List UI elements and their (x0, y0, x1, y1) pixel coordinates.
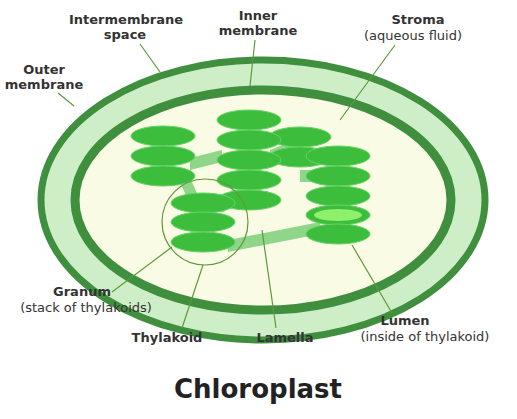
part-label: (stack of thylakoids) (1, 300, 171, 315)
part-label: (inside of thylakoid) (335, 329, 515, 344)
part-label: Intermembrane space (69, 12, 181, 42)
thylakoid-disc (217, 170, 281, 190)
part-label: Thylakoid (117, 330, 217, 345)
thylakoid-disc (306, 166, 370, 186)
part-label: Inner membrane (216, 8, 300, 38)
thylakoid-disc (171, 193, 235, 213)
part-label: Lumen (355, 313, 455, 328)
part-label: (aqueous fluid) (338, 28, 488, 43)
thylakoid-discs (131, 110, 370, 252)
thylakoid-disc (306, 186, 370, 206)
leader-line (182, 265, 203, 328)
leader-line (250, 40, 255, 86)
leader-line (352, 245, 392, 313)
part-label: Lamella (235, 330, 335, 345)
inner-membrane (75, 90, 451, 310)
thylakoid-disc (217, 150, 281, 170)
lamella-band (228, 222, 320, 252)
leader-line (58, 93, 74, 106)
leader-line (340, 45, 395, 120)
thylakoid-disc (306, 146, 370, 166)
thylakoid-disc (217, 130, 281, 150)
thylakoid-disc (306, 224, 370, 244)
part-label: Outer membrane (2, 62, 86, 92)
part-label: Granum (32, 284, 132, 299)
thylakoid-disc (171, 212, 235, 232)
thylakoid-disc (131, 146, 195, 166)
thylakoid-disc (131, 166, 195, 186)
thylakoid-disc (131, 126, 195, 146)
leader-line (140, 44, 160, 72)
thylakoid-disc (171, 232, 235, 252)
leader-line (262, 230, 276, 328)
thylakoid-disc (217, 110, 281, 130)
granum-circle (162, 179, 248, 265)
thylakoid-disc (306, 205, 370, 225)
lumen-highlight (314, 209, 362, 221)
leader-line (112, 247, 172, 292)
part-label: Stroma (368, 12, 468, 27)
diagram-title: Chloroplast (98, 374, 418, 404)
